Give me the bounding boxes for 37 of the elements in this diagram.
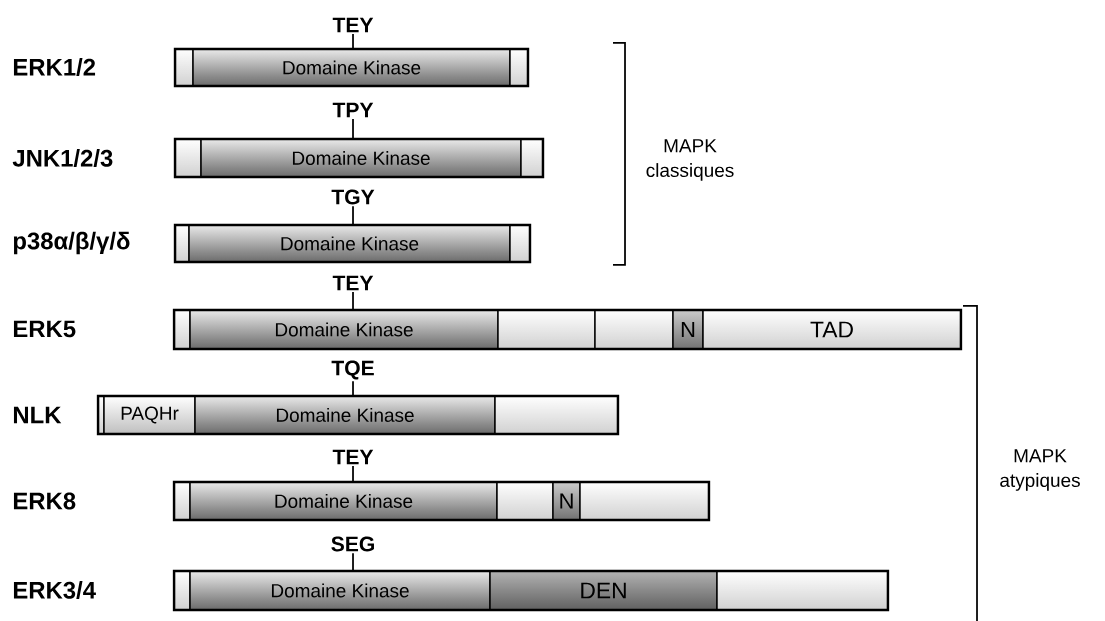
segment-box (520, 138, 544, 178)
domain-box: DEN (489, 570, 718, 611)
protein-name: JNK1/2/3 (12, 149, 113, 167)
segment-box (509, 224, 531, 263)
group-label: MAPK atypiques (1000, 449, 1080, 491)
connector-line (352, 118, 354, 140)
protein-name: p38α/β/γ/δ (13, 231, 130, 255)
motif-label: TEY (332, 275, 374, 291)
protein-bar (173, 47, 530, 88)
connector-line (352, 291, 354, 311)
connector-line (352, 33, 354, 50)
protein-bar (172, 308, 963, 351)
protein-name: ERK5 (13, 320, 76, 338)
motif-label: SEG (331, 536, 374, 552)
connector-line (352, 205, 354, 226)
protein-name: ERK8 (13, 492, 76, 510)
connector-line (352, 465, 354, 483)
motif-label: TPY (332, 102, 374, 118)
segment-box (494, 395, 619, 435)
segment-box (509, 48, 529, 87)
domain-box: N (672, 309, 704, 350)
motif-label: TEY (332, 17, 374, 33)
protein-bar (96, 394, 620, 436)
motif-label: TEY (332, 449, 374, 465)
motif-label: TQE (331, 360, 374, 380)
protein-name: ERK3/4 (13, 581, 96, 599)
protein-bar (173, 137, 545, 179)
connector-line (352, 552, 354, 572)
protein-name: ERK1/2 (13, 58, 96, 76)
protein-name: NLK (13, 406, 62, 424)
connector-line (352, 380, 354, 397)
segment-box (497, 309, 596, 350)
group-label: MAPK classiques (646, 139, 734, 181)
motif-label: TGY (331, 189, 375, 205)
protein-bar (172, 480, 711, 522)
segment-box (716, 570, 889, 611)
protein-bar (172, 569, 890, 612)
